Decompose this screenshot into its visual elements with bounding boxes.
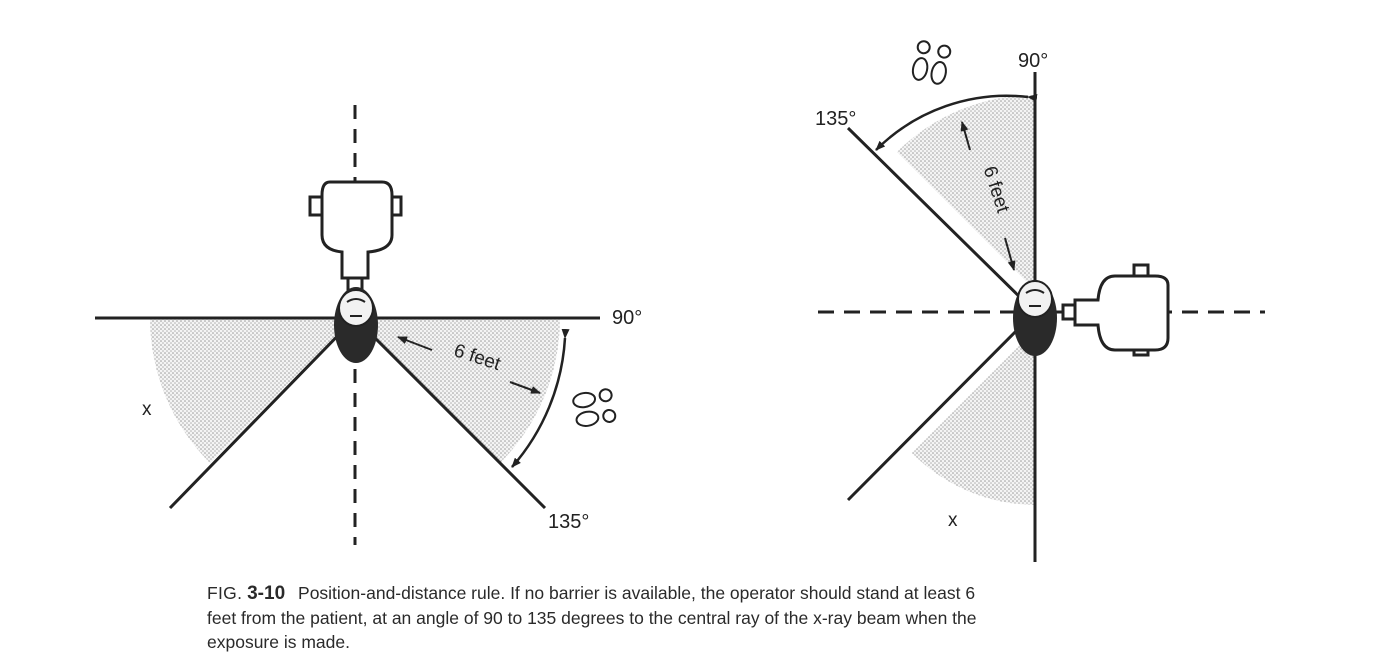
left-135-line-right — [353, 316, 547, 510]
right-135-line-lower — [846, 310, 1037, 502]
right-operator-footprints — [909, 39, 953, 87]
caption-line-1: FIG. 3-10 Position-and-distance rule. If… — [207, 581, 1207, 606]
right-135-line-upper — [846, 126, 1037, 314]
caption-text-line-1: Position-and-distance rule. If no barrie… — [298, 583, 976, 603]
left-safe-zone-left — [149, 318, 355, 463]
caption-text-line-2: feet from the patient, at an angle of 90… — [207, 608, 977, 628]
right-angle-arc — [875, 94, 1038, 151]
right-xray-tube — [1061, 263, 1170, 357]
figure-number: 3-10 — [247, 583, 286, 604]
right-zone-marker: x — [948, 510, 958, 531]
figure-prefix: FIG. — [207, 583, 243, 603]
right-diagram: 6 feet 90° 135° x — [815, 39, 1265, 562]
left-patient-head — [334, 287, 378, 363]
right-safe-zone-upper — [897, 94, 1035, 290]
right-safe-zone-lower — [912, 330, 1035, 505]
left-angle-arc — [511, 328, 570, 468]
caption-text-line-3: exposure is made. — [207, 632, 350, 652]
right-angle-90-label: 90° — [1018, 50, 1048, 72]
left-diagram: 6 feet 90° 135° x — [95, 105, 642, 545]
left-zone-marker: x — [142, 399, 152, 420]
left-operator-footprints — [571, 387, 618, 429]
right-angle-135-label: 135° — [815, 108, 856, 130]
left-safe-zone-right — [355, 318, 560, 463]
figure-caption: FIG. 3-10 Position-and-distance rule. If… — [207, 581, 1207, 654]
left-angle-90-label: 90° — [612, 307, 642, 329]
left-xray-tube — [308, 180, 403, 292]
left-distance-arrow — [397, 336, 433, 351]
right-distance-arrow-2 — [1004, 237, 1016, 271]
right-patient-head — [1013, 280, 1057, 356]
left-angle-135-label: 135° — [548, 511, 589, 533]
left-135-line-left — [168, 316, 357, 510]
